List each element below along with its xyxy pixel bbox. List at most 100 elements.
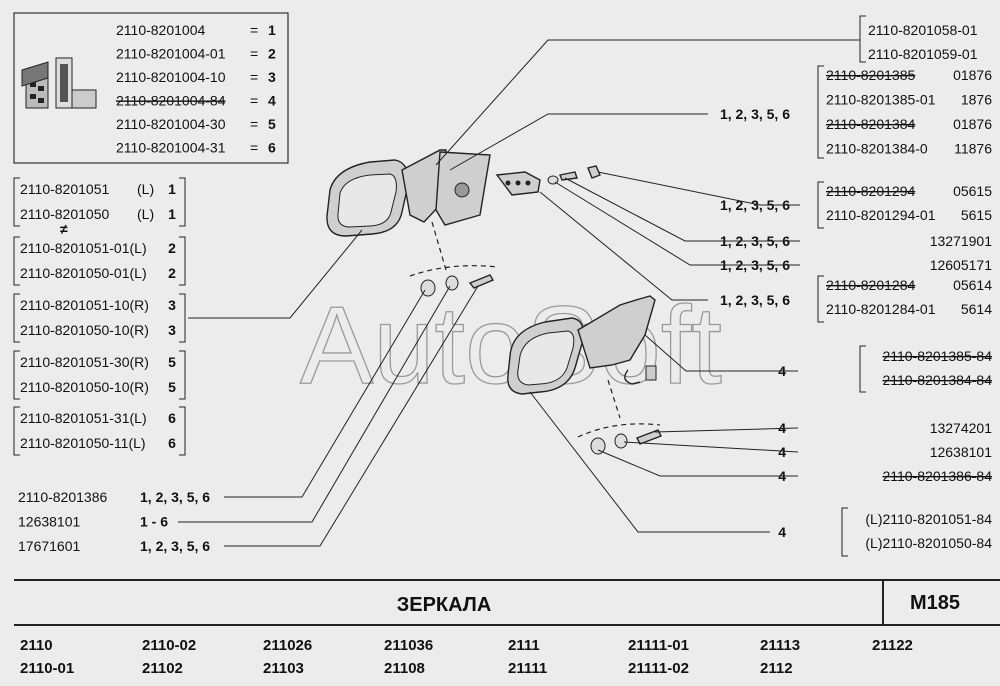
model-code: 21111-01	[628, 637, 689, 654]
right-part-code: (L)2110-8201051-84	[865, 511, 992, 527]
left-part-code: 2110-8201051-01(L)	[20, 240, 147, 256]
bottom-part-applicability: 1, 2, 3, 5, 6	[140, 538, 210, 554]
bottom-part-code: 12638101	[18, 514, 81, 530]
bottom-part-applicability: 1 - 6	[140, 514, 168, 530]
leader-lines	[178, 39, 860, 547]
left-part-number: 5	[168, 354, 176, 370]
left-part-number: 5	[168, 379, 176, 395]
right-part-code: 2110-8201294-01	[826, 207, 936, 223]
group-bracket	[817, 65, 824, 159]
left-part-code: 2110-8201051-10(R)	[20, 297, 149, 313]
model-code: 211026	[263, 637, 312, 654]
legend-equals: =	[250, 46, 258, 62]
right-part-code: 12638101	[930, 444, 993, 460]
legend-number: 3	[268, 69, 276, 85]
bottom-part-code: 17671601	[18, 538, 81, 554]
model-code: 2110-01	[20, 660, 74, 677]
model-code: 2110-02	[142, 637, 196, 654]
left-part-number: 1	[168, 181, 176, 197]
model-code: 21103	[263, 660, 304, 677]
legend-equals: =	[250, 116, 258, 132]
model-code: 21102	[142, 660, 183, 677]
group-bracket	[13, 293, 20, 343]
legend-code: 2110-8201004-10	[116, 69, 226, 85]
legend-number: 5	[268, 116, 276, 132]
left-part-code: 2110-8201050-10(R)	[20, 379, 149, 395]
left-part-side: (L)	[137, 181, 154, 197]
right-part-code: 2110-8201386-84	[882, 468, 992, 484]
legend-rows: 2110-8201004=12110-8201004-01=22110-8201…	[116, 22, 276, 156]
model-code: 21113	[760, 637, 800, 654]
legend-code: 2110-8201004-30	[116, 116, 226, 132]
left-part-code: 2110-8201050-11(L)	[20, 435, 146, 451]
group-bracket	[179, 406, 186, 456]
model-code: 2111	[508, 637, 540, 654]
not-equal-note: ≠	[60, 221, 68, 237]
legend-code: 2110-8201004	[116, 22, 205, 38]
bottom-part-code: 2110-8201386	[18, 489, 107, 505]
left-part-code: 2110-8201051	[20, 181, 109, 197]
applicability-label: 4	[778, 444, 786, 460]
group-bracket	[179, 350, 186, 400]
right-part-value: 11876	[954, 141, 992, 157]
left-part-code: 2110-8201050-01(L)	[20, 265, 147, 281]
right-part-code: 2110-8201294	[826, 183, 915, 199]
legend-equals: =	[250, 22, 258, 38]
group-bracket	[859, 15, 866, 63]
page-title: ЗЕРКАЛА	[397, 594, 492, 616]
group-bracket	[13, 406, 20, 456]
left-part-code: 2110-8201050-10(R)	[20, 322, 149, 338]
model-code: 2110	[20, 637, 53, 654]
legend-code: 2110-8201004-31	[116, 140, 226, 156]
left-part-code: 2110-8201050	[20, 206, 109, 222]
right-part-code: 12605171	[930, 257, 993, 273]
right-part-value: 05615	[953, 183, 992, 199]
right-part-code: 2110-8201284	[826, 277, 915, 293]
right-part-code: 13274201	[930, 420, 993, 436]
left-part-number: 3	[168, 322, 176, 338]
right-part-code: 2110-8201385-01	[826, 92, 936, 108]
model-list: 2110 2110-02 211026 211036 2111 21111-01 21113…	[20, 637, 913, 677]
legend-equals: =	[250, 69, 258, 85]
right-top-code-2: 2110-8201059-01	[868, 46, 978, 62]
right-part-value: 5614	[961, 301, 992, 317]
right-side-parts: 2110-8201058-01 2110-8201059-01 1, 2, 3, 5…	[720, 15, 993, 557]
model-code: 2112	[760, 660, 793, 677]
bottom-left-parts: 2110-8201386 1, 2, 3, 5, 6 12638101 1 - 6 17…	[18, 489, 210, 554]
model-code: 211036	[384, 637, 433, 654]
assembly-arc-upper	[409, 265, 499, 277]
group-bracket	[13, 177, 20, 227]
right-part-value: 01876	[953, 67, 992, 83]
legend-number: 6	[268, 140, 276, 156]
right-part-code: 2110-8201384-0	[826, 141, 928, 157]
assembly-arc-lower	[577, 423, 661, 438]
right-top-code-1: 2110-8201058-01	[868, 22, 978, 38]
right-part-code: 2110-8201284-01	[826, 301, 936, 317]
legend-equals: =	[250, 140, 258, 156]
left-part-number: 2	[168, 240, 176, 256]
title-block: ЗЕРКАЛА M185	[14, 579, 1000, 626]
upper-fasteners	[420, 274, 495, 297]
group-bracket	[179, 236, 186, 286]
left-part-side: (L)	[137, 206, 154, 222]
group-bracket	[13, 236, 20, 286]
applicability-label: 1, 2, 3, 5, 6	[720, 292, 790, 308]
assembly-line-lower	[607, 379, 621, 419]
left-part-number: 6	[168, 410, 176, 426]
lower-mirror-drawing	[507, 295, 657, 395]
assembly-line-upper	[431, 221, 447, 271]
applicability-label: 4	[778, 524, 786, 540]
legend-box	[13, 12, 289, 164]
left-groups: 2110-8201051(L)12110-8201050(L)1≠2110-82…	[13, 177, 186, 456]
model-code: 21111	[508, 660, 547, 677]
group-bracket	[179, 177, 186, 227]
model-code: 21108	[384, 660, 425, 677]
group-bracket	[179, 293, 186, 343]
right-part-value: 1876	[961, 92, 992, 108]
left-part-number: 6	[168, 435, 176, 451]
left-part-number: 2	[168, 265, 176, 281]
left-part-number: 3	[168, 297, 176, 313]
right-part-value: 5615	[961, 207, 992, 223]
applicability-label: 1, 2, 3, 5, 6	[720, 197, 790, 213]
